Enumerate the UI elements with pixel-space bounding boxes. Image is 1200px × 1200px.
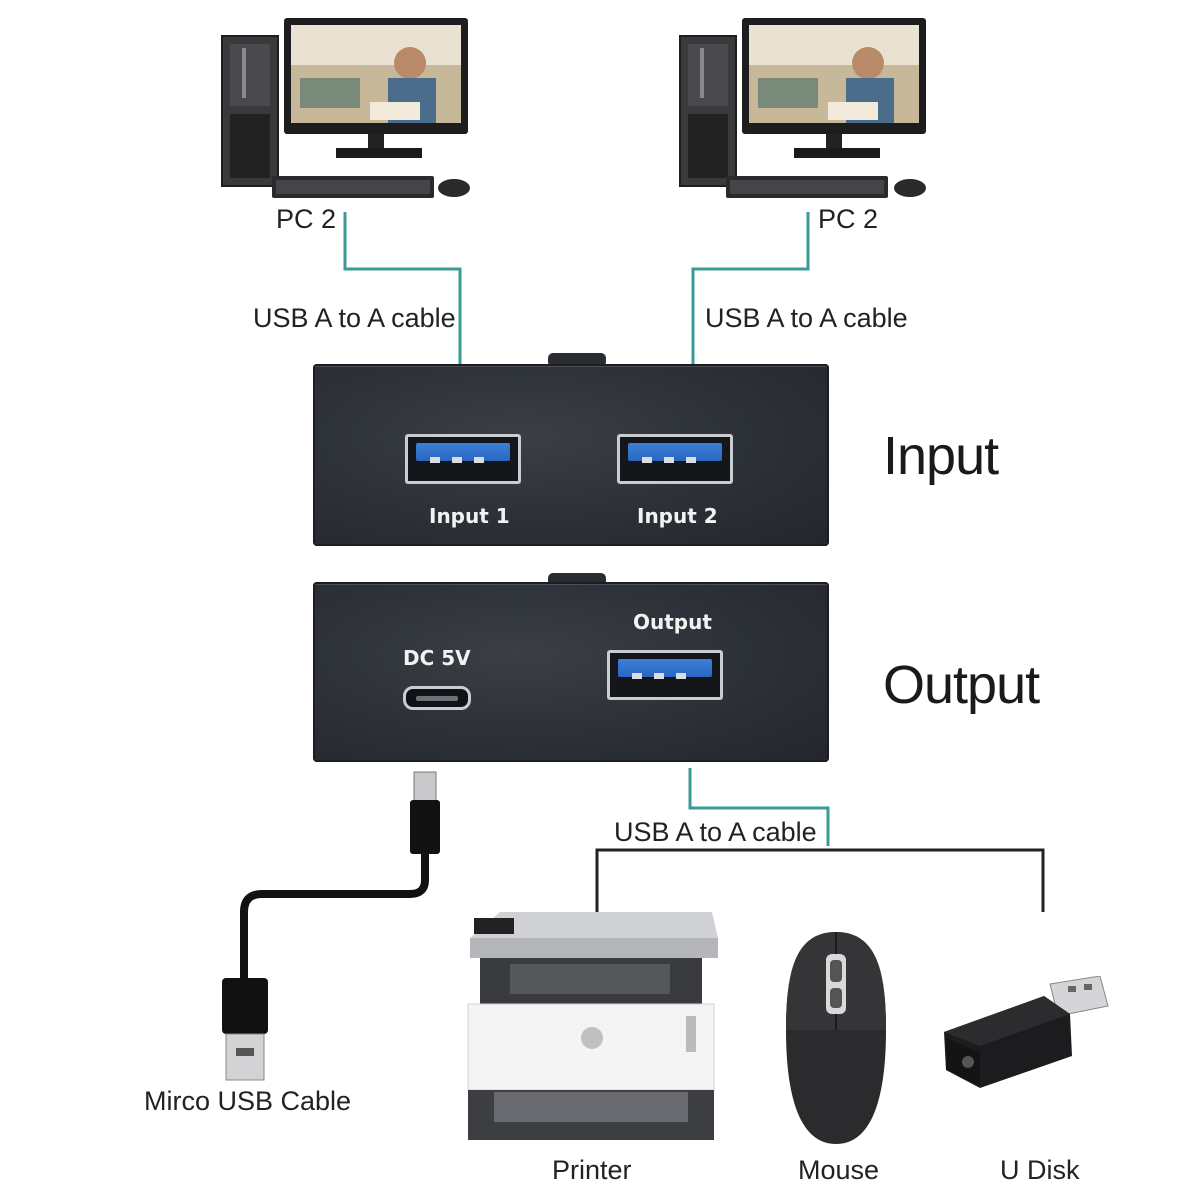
usb-flash-drive-icon [944,976,1109,1088]
right-input-cable-label: USB A to A cable [705,303,908,333]
right-input-cable-line [691,212,810,364]
input-1-usb-port[interactable] [405,434,521,484]
input-heading: Input [883,426,999,486]
u-disk [940,976,1110,1096]
output-usb-port[interactable] [607,650,723,700]
u-disk-label: U Disk [1000,1155,1080,1185]
micro-usb-cable-label: Mirco USB Cable [144,1086,352,1116]
output-box: DC 5V Output [313,582,829,762]
left-input-cable-label: USB A to A cable [253,303,456,333]
pc-right [678,18,938,200]
printer-icon [467,912,718,1140]
micro-usb-power-port[interactable] [403,686,471,710]
output-heading: Output [883,655,1040,715]
mouse-icon [786,932,886,1144]
pc-left [220,18,480,200]
output-cable-line [688,768,830,846]
printer [460,908,722,1144]
output-cable-label: USB A to A cable [614,817,817,847]
switch-knob-top[interactable] [548,353,606,367]
input-2-label: Input 2 [637,504,718,528]
left-input-cable-line [343,212,462,364]
device-bracket-line [595,848,1045,912]
input-box: Input 1 Input 2 [313,364,829,546]
output-port-label: Output [633,610,712,634]
desktop-computer-icon [221,18,470,198]
dc-5v-label: DC 5V [403,646,471,670]
mouse-label: Mouse [798,1155,880,1185]
printer-label: Printer [552,1155,632,1185]
desktop-computer-icon [679,18,926,198]
input-1-label: Input 1 [429,504,510,528]
mouse [786,930,886,1146]
pc-left-label: PC 2 [276,204,337,234]
pc-right-label: PC 2 [818,204,879,234]
input-2-usb-port[interactable] [617,434,733,484]
